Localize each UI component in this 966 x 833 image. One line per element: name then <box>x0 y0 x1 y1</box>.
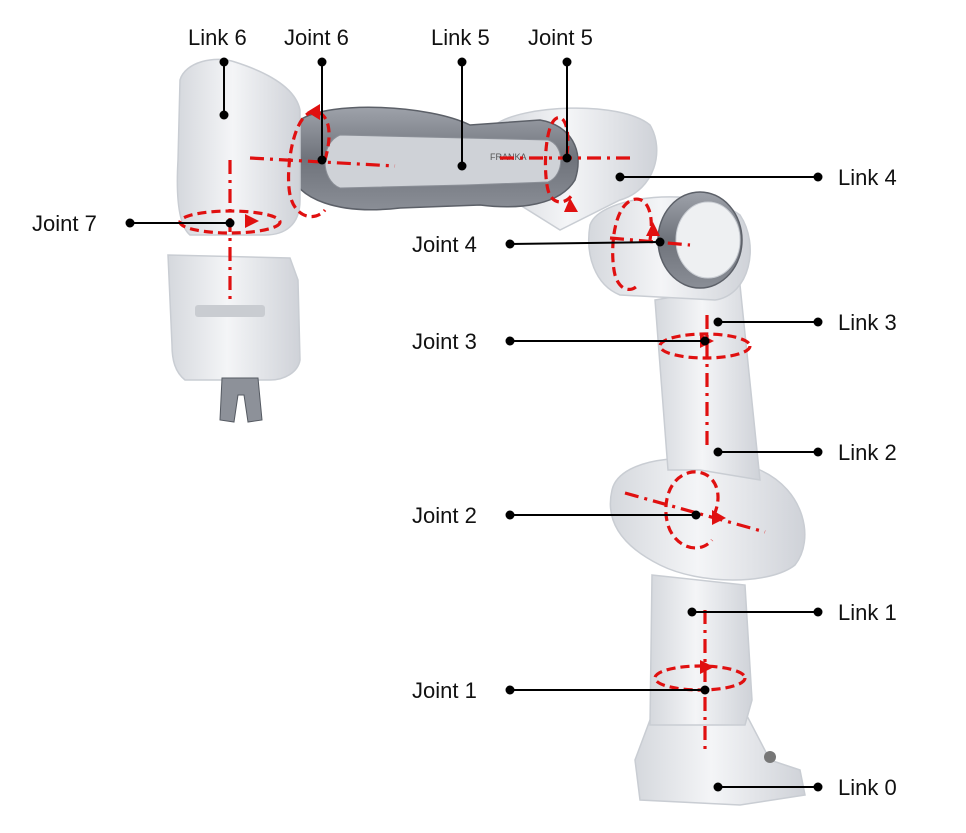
dot-link4-end <box>813 172 823 182</box>
dot-link6-top <box>219 57 229 67</box>
joint6-axis-line <box>249 156 396 168</box>
link6-body <box>176 58 301 236</box>
joint2-axis-line <box>624 491 766 534</box>
dot-joint6-top <box>317 57 327 67</box>
end-effector-slot <box>195 305 265 317</box>
dot-link0-end <box>813 782 823 792</box>
dot-link5-top <box>457 57 467 67</box>
dot-joint3-start <box>505 336 515 346</box>
label-link4: Link 4 <box>838 165 897 190</box>
dot-joint1-end <box>700 685 710 695</box>
label-link6: Link 6 <box>188 25 247 50</box>
joint7-arrow <box>245 214 259 228</box>
dot-link3-start <box>713 317 723 327</box>
dot-link0-start <box>713 782 723 792</box>
dot-joint1-start <box>505 685 515 695</box>
dot-joint5-top <box>562 57 572 67</box>
dot-link5-bottom <box>457 161 467 171</box>
label-joint7: Joint 7 <box>32 211 97 236</box>
end-effector-flange <box>167 254 301 381</box>
label-link0: Link 0 <box>838 775 897 800</box>
dot-joint7-end <box>225 218 235 228</box>
joint4-rotation-ellipse <box>611 197 653 291</box>
link1-body <box>649 574 753 726</box>
link0-base <box>634 711 806 806</box>
dot-joint2-start <box>505 510 515 520</box>
leaders <box>125 57 823 792</box>
dot-joint7-start <box>125 218 135 228</box>
dot-joint6-bottom <box>317 155 327 165</box>
label-link1: Link 1 <box>838 600 897 625</box>
dot-link1-end <box>813 607 823 617</box>
joint6-rotation-ellipse <box>286 110 331 219</box>
robot-body: FRANKA <box>167 58 806 806</box>
dot-link6-bottom <box>219 110 229 120</box>
dot-link3-end <box>813 317 823 327</box>
joint2-rotation-ellipse <box>664 470 720 550</box>
dot-link4-start <box>615 172 625 182</box>
joint1-arrow <box>700 660 714 674</box>
label-joint3: Joint 3 <box>412 329 477 354</box>
dot-joint3-end <box>700 336 710 346</box>
joint4-arrow <box>646 222 660 236</box>
joint4-cap-face <box>675 201 741 279</box>
label-link3: Link 3 <box>838 310 897 335</box>
base-port <box>764 751 776 763</box>
joint6-arrow <box>307 104 320 120</box>
joint2-arrow <box>712 510 726 525</box>
dot-joint2-end <box>691 510 701 520</box>
label-joint6: Joint 6 <box>284 25 349 50</box>
labels: Link 6 Joint 6 Link 5 Joint 5 Link 4 Joi… <box>32 25 897 800</box>
label-joint2: Joint 2 <box>412 503 477 528</box>
label-link2: Link 2 <box>838 440 897 465</box>
dot-link2-end <box>813 447 823 457</box>
label-joint4: Joint 4 <box>412 232 477 257</box>
joint5-arrow <box>564 198 578 212</box>
joint3-rotation-ellipse <box>658 332 752 360</box>
dot-joint4-end <box>655 237 665 247</box>
gripper-fingers <box>219 377 263 423</box>
label-link5: Link 5 <box>431 25 490 50</box>
label-joint5: Joint 5 <box>528 25 593 50</box>
label-joint1: Joint 1 <box>412 678 477 703</box>
leader-joint4 <box>509 241 661 245</box>
dot-link1-start <box>687 607 697 617</box>
dot-joint5-bottom <box>562 153 572 163</box>
dot-joint4-start <box>505 239 515 249</box>
dot-link2-start <box>713 447 723 457</box>
joint5-rotation-ellipse <box>543 116 574 204</box>
